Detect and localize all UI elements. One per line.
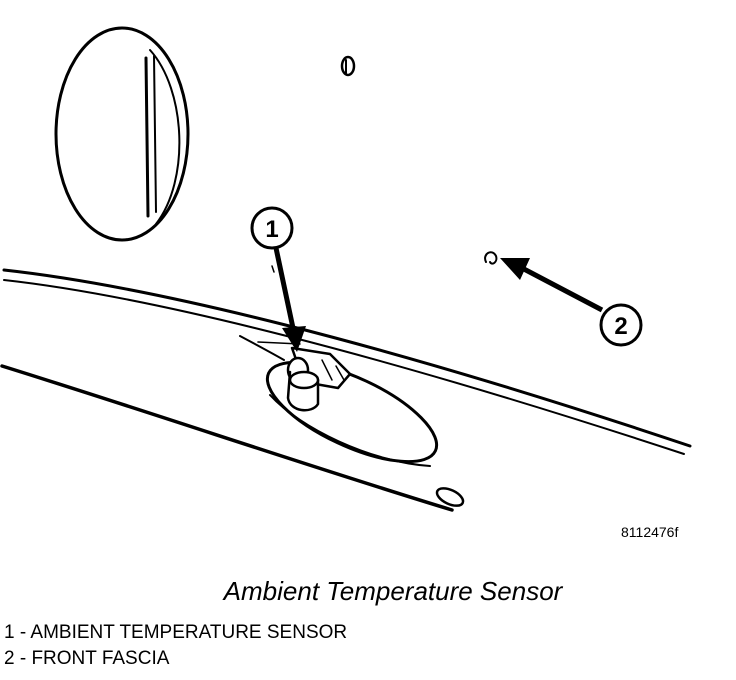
fascia-lower-edge	[0, 364, 454, 512]
callout-1-number: 1	[265, 216, 278, 243]
callout-2: 2	[599, 303, 643, 347]
fascia-surface-mark	[484, 251, 498, 265]
lamp-housing	[54, 26, 190, 242]
callout-2-number: 2	[614, 313, 627, 340]
callout-2-arrow	[500, 258, 604, 313]
legend-item-sensor: 1 - AMBIENT TEMPERATURE SENSOR	[4, 622, 348, 643]
legend-item-fascia: 2 - FRONT FASCIA	[4, 648, 170, 669]
figure-id: 8112476f	[621, 524, 679, 540]
callout-1-arrow	[273, 247, 306, 352]
figure-caption: Ambient Temperature Sensor	[223, 576, 563, 606]
lower-mounting-hole	[435, 487, 465, 507]
ambient-temperature-sensor	[286, 346, 352, 412]
upper-mounting-hole	[340, 55, 356, 77]
fascia-upper-edge	[2, 268, 692, 455]
sensor-recess	[265, 360, 439, 467]
callout-1: 1	[250, 206, 294, 250]
sensor-location-diagram: 1 2	[0, 26, 692, 512]
